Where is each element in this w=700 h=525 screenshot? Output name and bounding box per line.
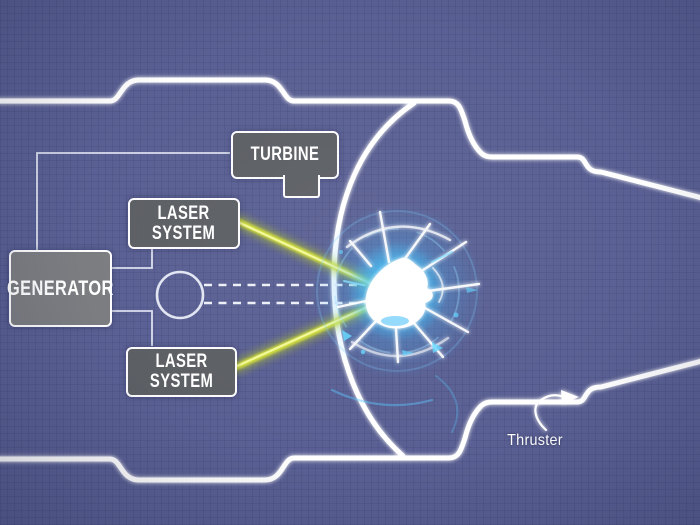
spike [426,282,481,293]
spike-arc-bottom [350,336,450,358]
thruster-annotation-text: Thruster [507,432,563,449]
debris [339,250,343,254]
thruster-arrow-head [561,390,579,404]
turbine-tab [283,175,320,198]
connector-generator-laser-top [108,246,153,269]
plasma-core-shading [381,316,409,326]
generator-label: GENERATOR [7,276,114,300]
debris [432,342,443,353]
hull-bottom-edge [0,358,700,483]
laser-top-line1: LASER [157,202,211,224]
generator-box: GENERATOR [7,250,114,327]
debris [402,350,414,356]
plasma-debris [339,250,478,356]
thruster-arrow-curve [534,394,566,432]
plasma-core-blob [365,257,433,329]
spike [431,251,453,263]
spike [348,239,373,268]
spike [423,306,470,334]
debris-arc [435,375,459,433]
connector-lines [36,152,230,346]
debris [342,330,352,341]
hull-top-edge [0,77,700,201]
spike-arc-right [432,267,444,303]
thruster-arrow-icon [534,390,579,432]
laser-top-line2: SYSTEM [152,222,216,244]
plasma-ring-outer [316,210,478,372]
debris [466,287,478,293]
spike [343,280,364,286]
connector-generator-laser-bottom [108,310,153,346]
laser-system-top-box: LASER SYSTEM [128,198,240,249]
laser-bottom-line1: LASER [155,351,208,372]
debris-arc [330,388,434,407]
plasma-explosion [309,203,485,433]
plasma-spikes-cyan [343,251,453,286]
laser-system-bottom-box: LASER SYSTEM [126,347,237,397]
laser-bottom-line2: SYSTEM [149,371,214,392]
thruster-annotation: Thruster [504,432,584,450]
pellet-injector-circle [155,270,205,320]
connector-generator-turbine [36,152,230,252]
debris [453,312,459,318]
turbine-label: TURBINE [250,144,320,165]
laser-system-top-label: LASER SYSTEM [152,202,216,244]
spike [378,210,391,264]
spike [336,299,368,309]
laser-system-bottom-label: LASER SYSTEM [150,352,213,392]
spike [411,320,445,359]
spike-arc-top [345,225,452,249]
debris [360,349,366,355]
turbine-box: TURBINE [231,131,339,198]
plasma-debris-arcs [330,375,459,433]
plasma-ring-inner [334,228,460,354]
